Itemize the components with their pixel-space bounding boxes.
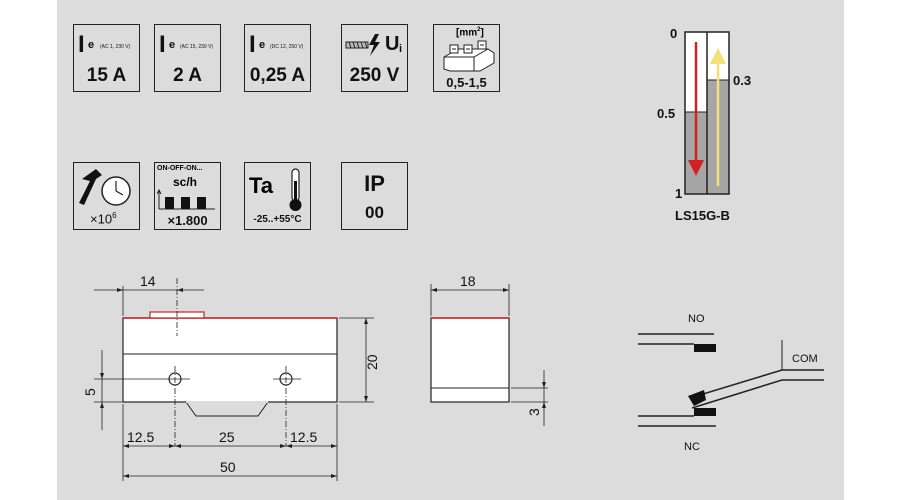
- symbol-u: U: [385, 33, 400, 55]
- life-value: ×106: [90, 211, 117, 227]
- tile-ambient-temp: Ta -25..+55°C: [244, 162, 311, 230]
- tile-switching-rate: ON-OFF-ON... sc/h ×1.800: [154, 162, 221, 230]
- dim-seg1-label: 12.5: [127, 429, 154, 445]
- dim-arrow: [117, 288, 123, 292]
- dim-arrow: [175, 444, 181, 448]
- dim-arrow: [331, 474, 337, 478]
- dim-top-label: 14: [140, 273, 156, 289]
- dim-width-label: 18: [460, 273, 476, 289]
- dim-seg3-label: 12.5: [290, 429, 317, 445]
- side-view-drawing: 18 3: [430, 273, 548, 426]
- switch-body: [122, 317, 338, 403]
- no-label: NO: [688, 313, 705, 325]
- dim-arrow: [542, 382, 546, 388]
- pulse-train-icon: [157, 189, 215, 210]
- rating-value: 2 A: [173, 65, 202, 86]
- rating-value: 15 A: [86, 65, 127, 86]
- dim-hole-label: 5: [82, 388, 98, 396]
- dim-arrow: [177, 288, 183, 292]
- dim-arrow: [123, 474, 129, 478]
- dim-arrow: [286, 444, 292, 448]
- tile-mechanical-life: ×106: [73, 162, 140, 230]
- thermometer-icon: [289, 168, 302, 211]
- dim-total-label: 50: [220, 459, 236, 475]
- symbol-i: I: [159, 31, 166, 58]
- travel-label-top: 0: [670, 26, 677, 41]
- temp-range: -25..+55°C: [253, 214, 302, 225]
- terminal-block-icon: [443, 40, 495, 72]
- front-view-drawing: 14 20 5 12.5 25 12.5 50: [82, 273, 380, 481]
- symbol-sub: e: [169, 39, 176, 51]
- rating-value: 0,25 A: [249, 65, 306, 86]
- tile-ip-rating: IP 00: [341, 162, 408, 230]
- ip-value: 00: [365, 203, 384, 222]
- rating-note: (AC 15, 230 V): [180, 44, 214, 50]
- dim-arrow: [100, 402, 104, 408]
- nc-contact: [694, 408, 716, 416]
- symbol-i: I: [78, 31, 85, 58]
- tile-current-dc12: I e (DC 12, 250 V) 0,25 A: [244, 24, 311, 92]
- side-body: [430, 317, 510, 403]
- bottom-notch: [185, 401, 269, 417]
- com-label: COM: [792, 353, 818, 365]
- tile-insulation-voltage: U i 250 V: [341, 24, 408, 92]
- contact-schematic: NO NC COM: [638, 313, 824, 453]
- dim-arrow: [280, 444, 286, 448]
- tile-current-ac15: I e (AC 15, 230 V) 2 A: [154, 24, 221, 92]
- rate-value: ×1.800: [167, 213, 208, 228]
- unit-label: [mm2]: [456, 27, 484, 39]
- rating-value: 250 V: [349, 65, 400, 86]
- ta-symbol: Ta: [249, 173, 274, 198]
- dim-arrow: [100, 373, 104, 379]
- travel-label-bottom: 1: [675, 186, 682, 201]
- no-contact: [694, 344, 716, 352]
- rating-note: (DC 12, 250 V): [270, 44, 304, 50]
- dim-height-label: 20: [364, 354, 380, 370]
- dim-arrow: [123, 444, 129, 448]
- travel-label-mid: 0.5: [657, 106, 675, 121]
- symbol-i: I: [249, 31, 256, 58]
- travel-diagram: 0 0.5 0.3 1 LS15G-B: [657, 26, 751, 223]
- dim-arrow: [542, 402, 546, 408]
- com-lever-bottom: [691, 379, 824, 409]
- tile-current-ac1: I e (AC 1, 230 V) 15 A: [73, 24, 140, 92]
- cable-voltage-icon: [345, 34, 380, 56]
- arrow-head-up: [710, 48, 726, 64]
- model-label: LS15G-B: [675, 208, 730, 223]
- rate-unit: sc/h: [173, 175, 198, 189]
- dim-arrow: [364, 318, 368, 324]
- dim-arrow: [169, 444, 175, 448]
- travel-label-right: 0.3: [733, 73, 751, 88]
- switching-mode: ON-OFF-ON...: [157, 165, 203, 172]
- dim-arrow: [364, 396, 368, 402]
- com-contact: [688, 390, 706, 406]
- dim-base-label: 3: [526, 408, 542, 416]
- com-lever-top: [689, 369, 824, 399]
- rating-note: (AC 1, 230 V): [100, 44, 131, 50]
- dim-seg2-label: 25: [219, 429, 235, 445]
- symbol-sub: e: [88, 39, 95, 51]
- dim-arrow: [431, 288, 437, 292]
- rating-value: 0,5-1,5: [446, 75, 487, 90]
- nc-label: NC: [684, 441, 700, 453]
- dim-arrow: [331, 444, 337, 448]
- tile-wire-section: [mm2] 0,5-1,5: [433, 24, 500, 92]
- hammer-clock-icon: [79, 169, 131, 206]
- arrow-head-down: [688, 160, 704, 176]
- symbol-sub: e: [259, 39, 266, 51]
- symbol-sub: i: [399, 43, 403, 55]
- ip-symbol: IP: [364, 171, 385, 196]
- dim-arrow: [503, 288, 509, 292]
